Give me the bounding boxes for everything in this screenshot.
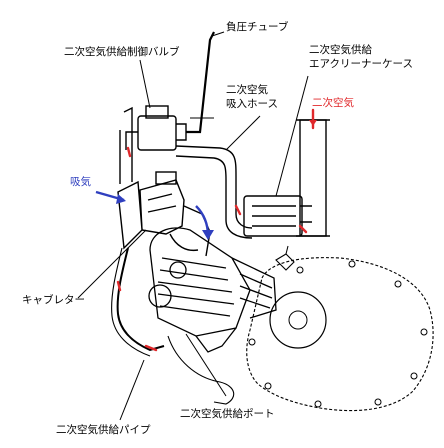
label-carburetor: キャブレター [22, 294, 85, 306]
label-supply-port: 二次空気供給ポート [180, 408, 275, 420]
control-valve-body [119, 105, 187, 184]
label-negative-pressure-tube: 負圧チューブ [226, 21, 289, 33]
intake-funnel [117, 180, 143, 250]
crankcase-outline [246, 257, 434, 412]
negative-pressure-tube [186, 31, 215, 134]
label-aircleaner-case-line1: 二次空気供給 [309, 44, 372, 56]
red-arrow-down [309, 120, 317, 126]
supply-pipe [116, 247, 165, 352]
reed-valve [275, 253, 295, 271]
engine-cylinder [148, 227, 277, 353]
aircleaner-case [243, 119, 330, 237]
label-supply-pipe: 二次空気供給パイプ [56, 424, 151, 436]
case-bolts [248, 260, 428, 408]
intake-air-arrows [95, 190, 214, 240]
label-intake-air: 吸気 [70, 176, 91, 188]
label-intake-hose-line1: 二次空気 [226, 84, 268, 96]
label-intake-hose-line2: 吸入ホース [226, 98, 278, 110]
label-secondary-air: 二次空気 [312, 97, 354, 109]
engine-lower-case [167, 335, 235, 405]
leader-lines [77, 31, 309, 421]
generator-cover [269, 291, 327, 349]
label-aircleaner-case-line2: エアクリーナーケース [309, 58, 413, 70]
intake-hose [175, 145, 253, 239]
label-control-valve: 二次空気供給制御バルブ [64, 46, 180, 58]
